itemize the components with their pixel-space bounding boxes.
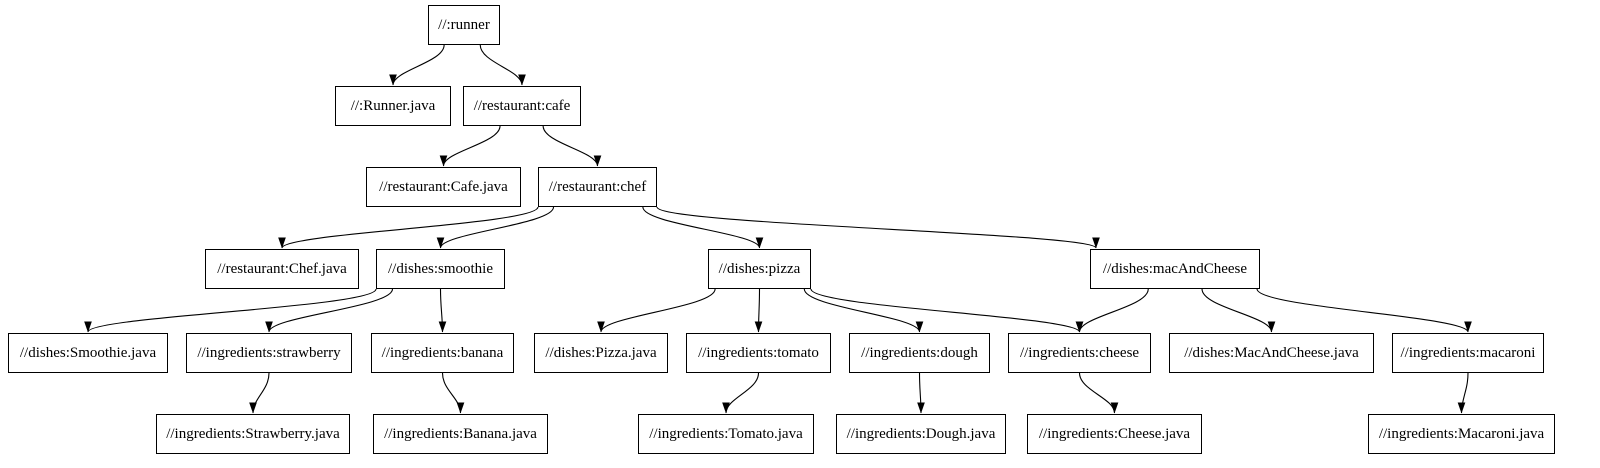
graph-node-dough_java[interactable]: //ingredients:Dough.java xyxy=(836,414,1006,454)
graph-edge-runner-to-runner_java xyxy=(389,44,445,86)
graph-edges xyxy=(84,44,1472,414)
graph-edge-ing_macaroni-to-macaroni_java xyxy=(1457,372,1469,414)
graph-node-ing_macaroni[interactable]: //ingredients:macaroni xyxy=(1392,333,1544,373)
graph-node-runner[interactable]: //:runner xyxy=(428,5,500,45)
graph-node-label: //ingredients:Strawberry.java xyxy=(166,425,340,442)
graph-node-ing_dough[interactable]: //ingredients:dough xyxy=(849,333,990,373)
graph-edge-restaurant_chef-to-chef_java xyxy=(278,206,539,249)
graph-node-dishes_macandchee[interactable]: //dishes:macAndCheese xyxy=(1090,249,1260,289)
graph-edge-dishes_smoothie-to-smoothie_java xyxy=(84,288,377,333)
graph-edge-dishes_macandchee-to-ing_macaroni xyxy=(1256,288,1472,333)
graph-node-label: //ingredients:Tomato.java xyxy=(649,425,803,442)
graph-edge-dishes_pizza-to-ing_dough xyxy=(803,288,924,333)
graph-node-label: //ingredients:tomato xyxy=(698,344,819,361)
graph-edge-restaurant_chef-to-dishes_smoothie xyxy=(436,206,555,249)
graph-edge-ing_banana-to-banana_java xyxy=(441,372,465,414)
graph-node-smoothie_java[interactable]: //dishes:Smoothie.java xyxy=(8,333,168,373)
graph-edge-restaurant_cafe-to-cafe_java xyxy=(439,125,501,167)
graph-edge-dishes_macandchee-to-ing_cheese xyxy=(1075,288,1149,333)
graph-edge-restaurant_chef-to-dishes_macandchee xyxy=(656,206,1100,249)
graph-edge-ing_strawberry-to-strawberry_java xyxy=(249,372,270,414)
graph-node-dishes_pizza[interactable]: //dishes:pizza xyxy=(708,249,811,289)
graph-node-cafe_java[interactable]: //restaurant:Cafe.java xyxy=(366,167,521,207)
graph-node-label: //:Runner.java xyxy=(350,97,436,114)
graph-node-label: //dishes:MacAndCheese.java xyxy=(1184,344,1359,361)
graph-node-label: //dishes:Smoothie.java xyxy=(19,344,157,361)
graph-node-chef_java[interactable]: //restaurant:Chef.java xyxy=(205,249,359,289)
graph-node-restaurant_cafe[interactable]: //restaurant:cafe xyxy=(463,86,581,126)
graph-node-label: //dishes:smoothie xyxy=(388,260,493,277)
graph-edge-dishes_smoothie-to-ing_strawberry xyxy=(265,288,394,333)
graph-node-pizza_java[interactable]: //dishes:Pizza.java xyxy=(534,333,668,373)
graph-node-runner_java[interactable]: //:Runner.java xyxy=(335,86,451,126)
graph-node-label: //ingredients:Macaroni.java xyxy=(1378,425,1545,442)
graph-node-ing_banana[interactable]: //ingredients:banana xyxy=(371,333,514,373)
graph-node-macaroni_java[interactable]: //ingredients:Macaroni.java xyxy=(1368,414,1555,454)
graph-node-cheese_java[interactable]: //ingredients:Cheese.java xyxy=(1027,414,1202,454)
graph-node-label: //ingredients:macaroni xyxy=(1400,344,1536,361)
graph-edge-restaurant_cafe-to-restaurant_chef xyxy=(542,125,602,167)
graph-edge-restaurant_chef-to-dishes_pizza xyxy=(642,206,764,249)
graph-node-label: //restaurant:cafe xyxy=(473,97,571,114)
graph-edge-dishes_pizza-to-ing_tomato xyxy=(754,288,763,333)
graph-node-label: //dishes:macAndCheese xyxy=(1102,260,1248,277)
graph-node-macandcheese_java[interactable]: //dishes:MacAndCheese.java xyxy=(1169,333,1374,373)
graph-node-label: //ingredients:strawberry xyxy=(197,344,341,361)
graph-edge-dishes_macandchee-to-macandcheese_java xyxy=(1201,288,1276,333)
graph-node-label: //:runner xyxy=(438,16,490,33)
graph-node-label: //ingredients:banana xyxy=(381,344,504,361)
graph-node-tomato_java[interactable]: //ingredients:Tomato.java xyxy=(638,414,814,454)
graph-node-label: //restaurant:Cafe.java xyxy=(379,178,508,195)
graph-node-label: //ingredients:cheese xyxy=(1019,344,1140,361)
graph-node-ing_cheese[interactable]: //ingredients:cheese xyxy=(1008,333,1151,373)
graph-node-label: //dishes:Pizza.java xyxy=(545,344,657,361)
graph-node-restaurant_chef[interactable]: //restaurant:chef xyxy=(538,167,657,207)
graph-edge-ing_cheese-to-cheese_java xyxy=(1078,372,1119,414)
graph-node-label: //ingredients:Dough.java xyxy=(846,425,996,442)
graph-node-banana_java[interactable]: //ingredients:Banana.java xyxy=(373,414,548,454)
graph-node-dishes_smoothie[interactable]: //dishes:smoothie xyxy=(376,249,505,289)
graph-node-label: //dishes:pizza xyxy=(718,260,801,277)
graph-edge-dishes_pizza-to-pizza_java xyxy=(597,288,716,333)
graph-node-ing_strawberry[interactable]: //ingredients:strawberry xyxy=(186,333,352,373)
graph-node-label: //ingredients:Cheese.java xyxy=(1038,425,1191,442)
graph-edge-ing_dough-to-dough_java xyxy=(917,372,925,414)
graph-edge-runner-to-restaurant_cafe xyxy=(479,44,526,86)
graph-edge-ing_tomato-to-tomato_java xyxy=(722,372,760,414)
graph-node-label: //restaurant:chef xyxy=(548,178,647,195)
graph-node-label: //restaurant:Chef.java xyxy=(217,260,347,277)
graph-node-strawberry_java[interactable]: //ingredients:Strawberry.java xyxy=(156,414,350,454)
graph-node-label: //ingredients:dough xyxy=(861,344,978,361)
graph-node-label: //ingredients:Banana.java xyxy=(384,425,537,442)
graph-edge-dishes_smoothie-to-ing_banana xyxy=(438,288,447,333)
graph-node-ing_tomato[interactable]: //ingredients:tomato xyxy=(686,333,831,373)
graph-edge-dishes_pizza-to-ing_cheese xyxy=(810,288,1084,333)
